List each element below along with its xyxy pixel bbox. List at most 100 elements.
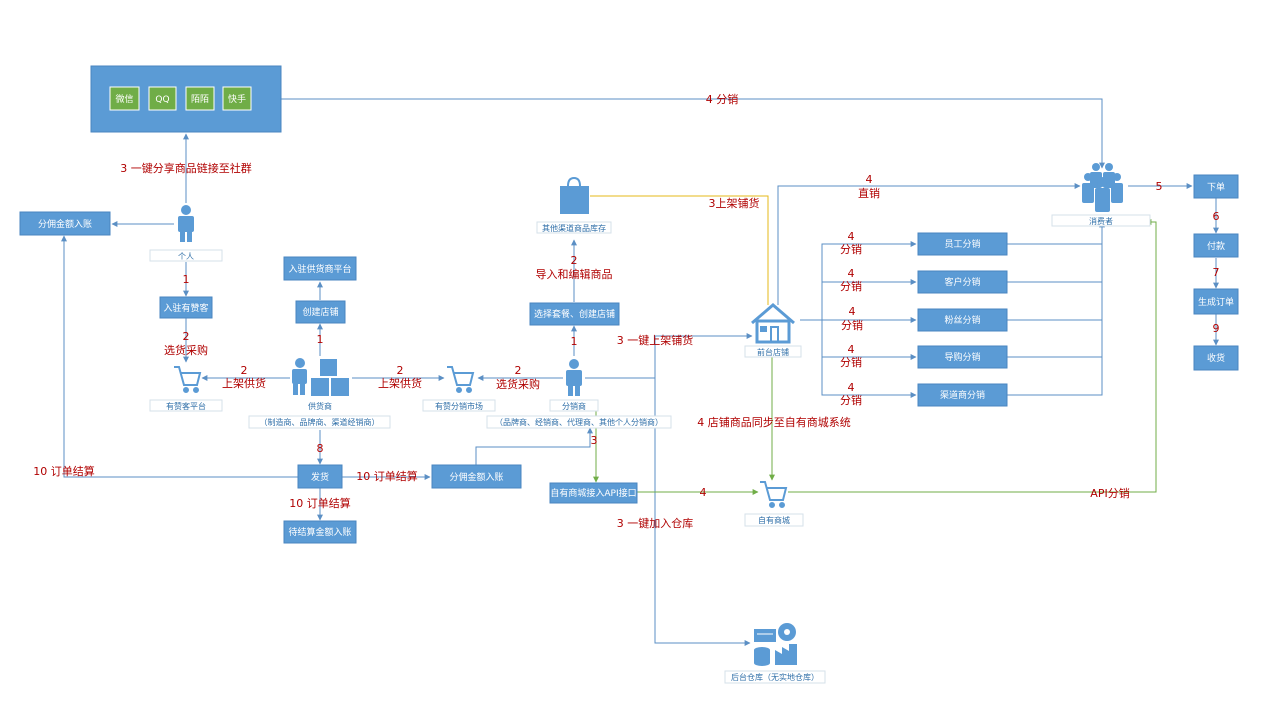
svg-text:收货: 收货 (1207, 352, 1225, 364)
pay-box: 付款 (1193, 233, 1239, 258)
svg-text:入驻供货商平台: 入驻供货商平台 (288, 263, 351, 275)
order-box: 下单 (1193, 174, 1239, 199)
edge-store-to-consumer (777, 183, 1081, 305)
edge-bag-to-store (590, 195, 769, 305)
svg-text:前台店铺: 前台店铺 (757, 347, 789, 357)
svg-text:微信: 微信 (115, 93, 133, 105)
svg-text:待结算金额入账: 待结算金额入账 (288, 526, 351, 538)
caption-other-inventory: 其他渠道商品库存 (536, 221, 612, 234)
svg-text:陌陌: 陌陌 (191, 94, 209, 105)
label-api-dist: API分销 (1090, 486, 1129, 500)
label-customer-num: 4 (848, 267, 855, 280)
create-store-box: 创建店铺 (295, 300, 346, 324)
caption-warehouse: 后台仓库（无实地仓库） (724, 670, 826, 684)
caption-youzanke-platform: 有赞客平台 (149, 399, 223, 412)
svg-text:发货: 发货 (311, 471, 329, 483)
label-staff-num: 4 (848, 230, 855, 243)
caption-distributor: 分销商 (549, 399, 599, 412)
svg-text:创建店铺: 创建店铺 (302, 306, 338, 318)
caption-front-store: 前台店铺 (744, 345, 802, 358)
svg-text:后台仓库（无实地仓库）: 后台仓库（无实地仓库） (731, 672, 819, 682)
svg-text:分销商: 分销商 (562, 401, 586, 411)
fan-dist-box: 粉丝分销 (917, 308, 1008, 332)
distributor-person-icon (566, 359, 582, 396)
gen-order-box: 生成订单 (1193, 288, 1239, 315)
svg-text:其他渠道商品库存: 其他渠道商品库存 (542, 223, 606, 233)
own-mall-api-box: 自有商城接入API接口 (549, 482, 638, 504)
select-package-box: 选择套餐、创建店铺 (529, 302, 620, 326)
warehouse-icon (754, 623, 797, 666)
receive-box: 收货 (1193, 345, 1239, 371)
ship-box: 发货 (297, 464, 343, 489)
label-guide-text: 分销 (840, 355, 862, 369)
social-momo: 陌陌 (185, 86, 215, 111)
label-share-to-social: 3 一键分享商品链接至社群 (120, 161, 252, 175)
social-kuaishou: 快手 (222, 86, 252, 111)
label-supplier-step1: 1 (317, 333, 324, 346)
edge-store-branch-down (821, 320, 916, 396)
caption-youzan-market: 有赞分销市场 (422, 399, 496, 412)
label-import-edit: 导入和编辑商品 (536, 267, 613, 281)
svg-text:下单: 下单 (1207, 181, 1225, 193)
svg-text:（品牌商、经销商、代理商、其他个人分销商）: （品牌商、经销商、代理商、其他个人分销商） (495, 417, 663, 427)
label-dist-step1: 1 (571, 335, 578, 348)
label-one-click-list: 3 一键上架铺货 (617, 333, 694, 347)
label-channel-text: 分销 (840, 393, 862, 407)
label-direct-num: 4 (866, 173, 873, 186)
label-api-step3: 3 (591, 434, 598, 447)
edge-distributor-to-store (585, 333, 753, 379)
connectors (61, 98, 1219, 646)
svg-text:有赞客平台: 有赞客平台 (166, 401, 206, 411)
edge-distributor-to-warehouse (654, 378, 751, 646)
label-select-purchase-right: 选货采购 (496, 377, 540, 391)
join-youzanke-box: 入驻有赞客 (159, 296, 213, 319)
caption-supplier: 供货商 (295, 399, 345, 412)
caption-individual: 个人 (149, 249, 223, 262)
svg-text:自有商城接入API接口: 自有商城接入API接口 (550, 487, 636, 499)
label-settle-mid: 10 订单结算 (356, 469, 418, 483)
edge-channel-to-consumer (1007, 244, 1103, 396)
pending-settle-box: 待结算金额入账 (283, 520, 357, 544)
label-step5: 5 (1156, 180, 1163, 193)
label-step9: 9 (1213, 322, 1220, 335)
label-list-stock-other: 3上架铺货 (709, 196, 760, 210)
label-supplier-left-step2: 2 (241, 364, 248, 377)
label-supplier-right-step2: 2 (397, 364, 404, 377)
label-list-supply-left: 上架供货 (222, 376, 266, 390)
svg-text:渠道商分销: 渠道商分销 (940, 389, 985, 401)
label-customer-text: 分销 (840, 279, 862, 293)
label-import-step2: 2 (571, 254, 578, 267)
label-staff-text: 分销 (840, 242, 862, 256)
social-weixin: 微信 (109, 86, 140, 111)
svg-text:客户分销: 客户分销 (944, 276, 980, 288)
svg-text:快手: 快手 (228, 93, 246, 105)
commission-in-mid-box: 分佣金额入账 (431, 464, 522, 489)
svg-text:导购分销: 导购分销 (944, 351, 980, 363)
youzanke-cart-icon (174, 366, 202, 393)
guide-dist-box: 导购分销 (917, 345, 1008, 369)
own-mall-cart-icon (760, 481, 788, 508)
customer-dist-box: 客户分销 (917, 270, 1008, 294)
label-individual-step1: 1 (183, 273, 190, 286)
svg-text:供货商: 供货商 (308, 401, 332, 411)
label-step7: 7 (1213, 266, 1220, 279)
svg-text:分佣金额入账: 分佣金额入账 (449, 471, 503, 483)
edge-mall-to-consumer (788, 219, 1157, 493)
svg-text:分佣金额入账: 分佣金额入账 (38, 218, 92, 230)
edge-commission-to-distributor (475, 427, 593, 465)
label-direct-text: 直销 (858, 186, 880, 200)
caption-distributor-types: （品牌商、经销商、代理商、其他个人分销商） (486, 415, 672, 429)
svg-text:QQ: QQ (155, 95, 169, 105)
consumer-crowd-icon (1082, 163, 1123, 212)
label-settle-left: 10 订单结算 (33, 464, 95, 478)
label-ship-step8: 8 (317, 442, 324, 455)
edge-social-to-consumer (281, 98, 1105, 169)
label-settle-bottom: 10 订单结算 (289, 496, 351, 510)
svg-text:有赞分销市场: 有赞分销市场 (435, 401, 483, 411)
svg-text:（制造商、品牌商、渠道经销商）: （制造商、品牌商、渠道经销商） (260, 417, 380, 427)
shopping-bag-icon (560, 176, 589, 214)
caption-supplier-types: （制造商、品牌商、渠道经销商） (248, 415, 391, 429)
edge-ship-to-commission-left (61, 235, 298, 478)
